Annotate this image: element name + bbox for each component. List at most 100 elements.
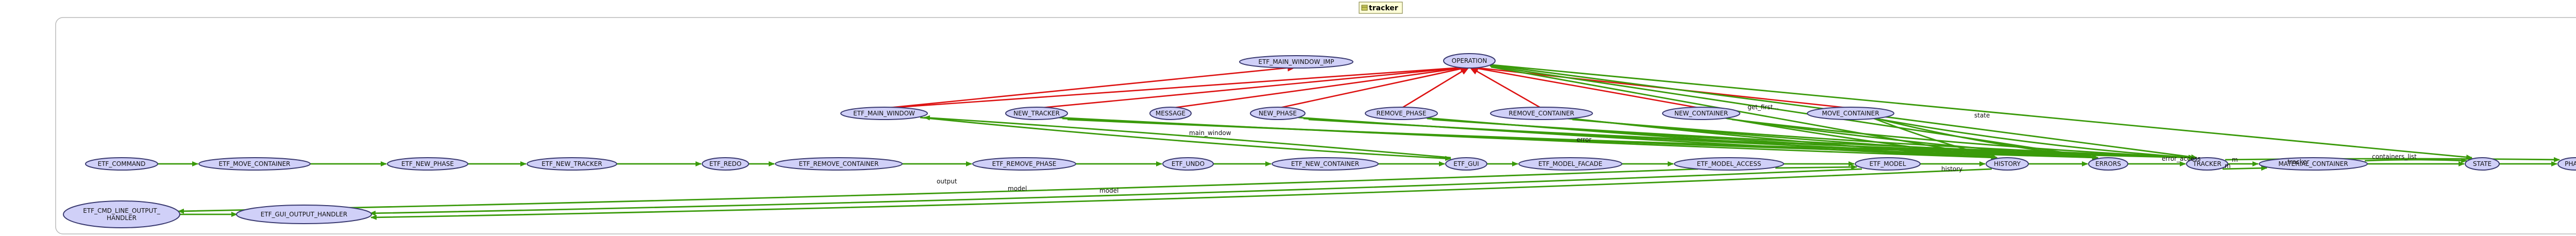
edge-label-tracker: tracker bbox=[2287, 158, 2309, 165]
edge-label-error-access: error_access bbox=[2162, 155, 2201, 162]
edge-label-m2: m bbox=[2225, 162, 2231, 170]
class-node-new-container[interactable]: NEW_CONTAINER bbox=[1662, 107, 1740, 120]
class-node-label: ETF_NEW_CONTAINER bbox=[1291, 160, 1359, 167]
edge-n_etf_model_access-to-n_etf_model bbox=[1775, 164, 1857, 170]
class-node-label: NEW_TRACKER bbox=[1013, 110, 1060, 117]
class-node-label: MATERIAL_CONTAINER bbox=[2278, 160, 2348, 167]
class-node-remove-container[interactable]: REMOVE_CONTAINER bbox=[1490, 107, 1593, 120]
class-node-tracker[interactable]: TRACKER bbox=[2186, 157, 2228, 171]
class-node-gui-output-handler[interactable]: ETF_GUI_OUTPUT_HANDLER bbox=[236, 205, 372, 224]
edge-n_main_window-to-n_etf_gui bbox=[920, 116, 1451, 161]
class-node-label: ETF_MODEL_FACADE bbox=[1538, 160, 1602, 167]
class-node-main-window[interactable]: ETF_MAIN_WINDOW bbox=[840, 107, 928, 120]
class-node-label: ETF_REMOVE_CONTAINER bbox=[799, 160, 879, 167]
class-node-phase[interactable]: PHASE bbox=[2557, 157, 2576, 171]
class-node-etf-gui[interactable]: ETF_GUI bbox=[1445, 157, 1487, 171]
class-node-message[interactable]: MESSAGE bbox=[1149, 107, 1192, 120]
edge-label-error: error bbox=[1577, 136, 1591, 143]
edge-n_etf_model_access-to-n_cmd_line_output_handler bbox=[178, 168, 1699, 214]
class-node-label: ETF_GUI bbox=[1453, 160, 1479, 167]
edge-n_operation-to-n_state bbox=[1492, 64, 2472, 160]
class-node-new-tracker[interactable]: NEW_TRACKER bbox=[1005, 107, 1068, 120]
edge-n_tracker-to-n_phase bbox=[2225, 157, 2560, 162]
class-node-shape bbox=[1162, 157, 1214, 171]
edge-label-main-window: main_window bbox=[1189, 129, 1231, 137]
class-node-label: ETF_MAIN_WINDOW_IMP bbox=[1259, 58, 1334, 65]
edge-n_new_container-to-n_operation bbox=[1469, 65, 1702, 109]
class-node-etf-model[interactable]: ETF_MODEL bbox=[1855, 157, 1921, 171]
class-node-shape bbox=[1662, 107, 1740, 120]
class-node-shape bbox=[236, 205, 372, 224]
class-node-shape bbox=[63, 200, 180, 228]
edge-n_new_phase-to-n_operation bbox=[1277, 65, 1470, 109]
class-node-errors[interactable]: ERRORS bbox=[2088, 157, 2128, 171]
class-node-label: TRACKER bbox=[2192, 160, 2221, 167]
class-node-label: MOVE_CONTAINER bbox=[1822, 110, 1879, 117]
class-node-move-container[interactable]: MOVE_CONTAINER bbox=[1807, 107, 1894, 120]
class-node-shape bbox=[1518, 157, 1622, 171]
class-node-label: NEW_PHASE bbox=[1259, 110, 1297, 117]
class-node-etf-undo[interactable]: ETF_UNDO bbox=[1162, 157, 1214, 171]
class-node-label: ETF_UNDO bbox=[1172, 160, 1205, 167]
class-node-etf-new-container[interactable]: ETF_NEW_CONTAINER bbox=[1272, 157, 1379, 171]
class-node-shape bbox=[1855, 157, 1921, 171]
class-diagram-icon bbox=[1361, 5, 1368, 11]
class-node-label: ETF_MAIN_WINDOW bbox=[853, 110, 915, 117]
class-node-shape bbox=[1250, 107, 1306, 120]
class-node-shape bbox=[1272, 157, 1379, 171]
edge-label-history: history bbox=[1941, 165, 1962, 173]
class-node-etf-move-container[interactable]: ETF_MOVE_CONTAINER bbox=[198, 157, 311, 171]
class-node-shape bbox=[527, 157, 617, 171]
class-node-shape bbox=[1445, 157, 1487, 171]
class-node-label: STATE bbox=[2473, 160, 2492, 167]
class-node-etf-model-access[interactable]: ETF_MODEL_ACCESS bbox=[1674, 157, 1784, 171]
class-node-label: ETF_MOVE_CONTAINER bbox=[218, 160, 290, 167]
edge-n_remove_phase-to-n_operation bbox=[1401, 66, 1470, 109]
edge-n_operation-to-n_errors bbox=[1489, 65, 2098, 160]
class-node-main-window-imp[interactable]: ETF_MAIN_WINDOW_IMP bbox=[1239, 55, 1353, 69]
edge-n_new_container-to-n_errors bbox=[1726, 117, 2098, 160]
class-node-etf-remove-phase[interactable]: ETF_REMOVE_PHASE bbox=[972, 157, 1076, 171]
class-node-shape bbox=[1986, 157, 2029, 171]
class-node-shape bbox=[2088, 157, 2128, 171]
class-node-remove-phase[interactable]: REMOVE_PHASE bbox=[1365, 107, 1438, 120]
class-node-shape bbox=[387, 157, 468, 171]
class-node-label: REMOVE_PHASE bbox=[1377, 110, 1427, 117]
edge-n_main_window-to-n_operation bbox=[884, 64, 1470, 109]
class-node-shape bbox=[2259, 157, 2368, 171]
class-node-shape bbox=[2186, 157, 2228, 171]
class-node-label: ETF_NEW_PHASE bbox=[401, 160, 454, 167]
class-node-history[interactable]: HISTORY bbox=[1986, 157, 2029, 171]
class-node-shape bbox=[775, 157, 903, 171]
nodes-layer: OPERATION ETF_MAIN_WINDOW_IMP ETF_MAIN_WIN… bbox=[63, 53, 2576, 228]
class-node-shape bbox=[1239, 55, 1353, 69]
class-node-etf-redo[interactable]: ETF_REDO bbox=[702, 157, 749, 171]
class-node-cmd-line-output-handler[interactable]: ETF_CMD_LINE_OUTPUT_HANDLER bbox=[63, 200, 180, 228]
class-node-etf-command[interactable]: ETF_COMMAND bbox=[85, 157, 158, 171]
class-node-label: HISTORY bbox=[1994, 160, 2021, 167]
class-node-etf-remove-container[interactable]: ETF_REMOVE_CONTAINER bbox=[775, 157, 903, 171]
class-node-label: ETF_REMOVE_PHASE bbox=[992, 160, 1057, 167]
edge-n_move_container-to-n_history bbox=[1871, 116, 1997, 159]
class-node-label: OPERATION bbox=[1452, 57, 1487, 64]
class-node-shape bbox=[702, 157, 749, 171]
class-node-material-container[interactable]: MATERIAL_CONTAINER bbox=[2259, 157, 2368, 171]
class-node-state[interactable]: STATE bbox=[2465, 157, 2500, 171]
class-node-shape bbox=[1005, 107, 1068, 120]
class-node-label: ETF_NEW_TRACKER bbox=[541, 160, 602, 167]
class-node-new-phase[interactable]: NEW_PHASE bbox=[1250, 107, 1306, 120]
edge-n_new_container-to-n_tracker bbox=[1732, 119, 2195, 160]
class-node-label: HANDLER bbox=[107, 214, 137, 222]
edge-n_etf_model-to-n_gui_output_handler bbox=[369, 168, 1862, 216]
edge-label-get-first: get_first... bbox=[1748, 104, 1779, 111]
class-node-label: ETF_MODEL_ACCESS bbox=[1697, 160, 1761, 167]
class-node-etf-new-tracker[interactable]: ETF_NEW_TRACKER bbox=[527, 157, 617, 171]
edge-n_etf_gui-to-n_main_window bbox=[924, 115, 1451, 159]
class-node-shape bbox=[1674, 157, 1784, 171]
class-node-etf-new-phase[interactable]: ETF_NEW_PHASE bbox=[387, 157, 468, 171]
class-node-operation[interactable]: OPERATION bbox=[1443, 53, 1496, 69]
class-node-shape bbox=[972, 157, 1076, 171]
class-node-etf-model-facade[interactable]: ETF_MODEL_FACADE bbox=[1518, 157, 1622, 171]
edge-label-m: m bbox=[2232, 156, 2238, 163]
class-node-label: ETF_GUI_OUTPUT_HANDLER bbox=[261, 211, 347, 218]
